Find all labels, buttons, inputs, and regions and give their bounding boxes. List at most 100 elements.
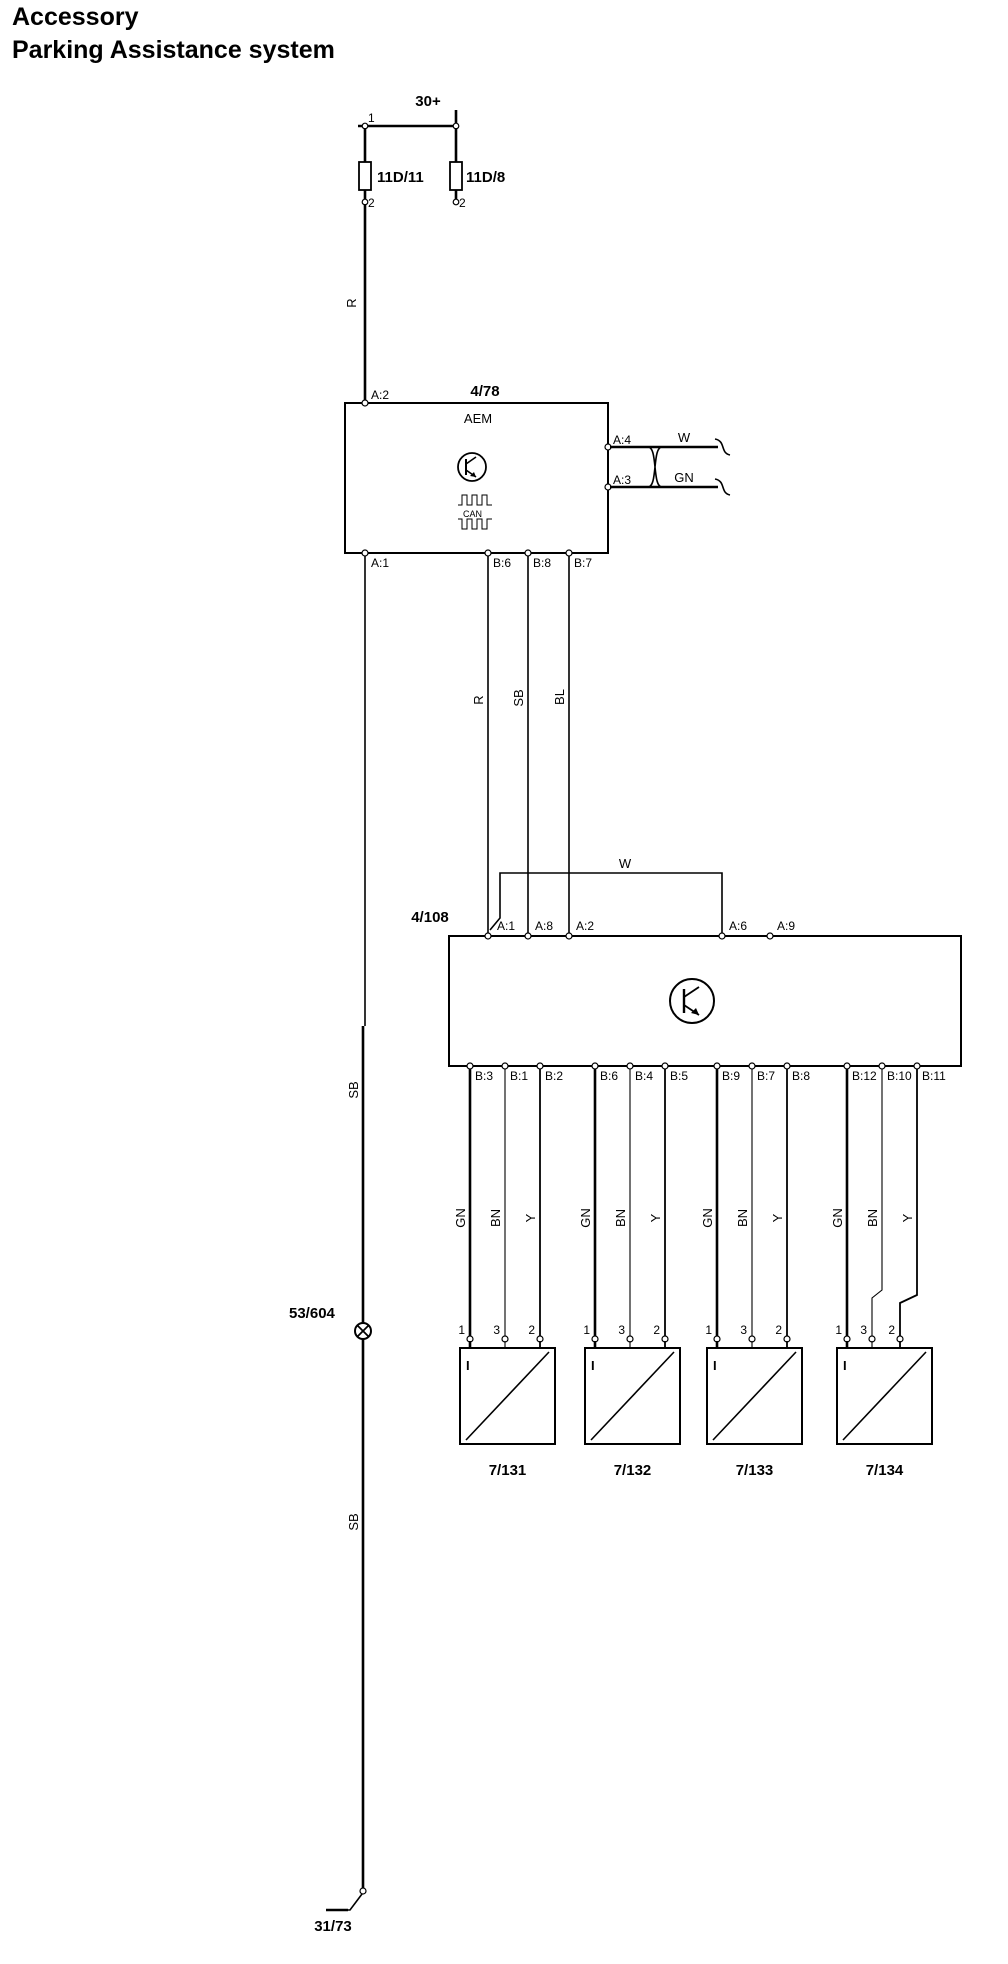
ground-wire-upper-color: SB [346,1081,361,1098]
module-pin-b10 [878,1062,886,1070]
feed-wire-color: R [344,298,359,307]
aem-pin-b8 [524,549,532,557]
fuse-11d-8-label: 11D/8 [466,169,505,186]
module-pin-b9 [713,1062,721,1070]
module-pin-label: B:5 [670,1069,688,1083]
aem-pin-b7-label: B:7 [574,556,592,570]
sensor-wire-color: BN [865,1209,880,1227]
wire-b8-color: SB [511,689,526,706]
sensor-layer: B:3GN1B:1BN3B:2Y2I7/131B:6GN1B:4BN3B:5Y2… [453,1062,946,1479]
module-pin-a9 [766,932,774,940]
fuse-a-pin-1 [361,122,369,130]
aem-transistor-icon [457,452,487,482]
sensor-mark: I [713,1358,717,1373]
module-pin-a2-label: A:2 [576,919,594,933]
module-pin-b4 [626,1062,634,1070]
can-h-color: W [678,430,691,445]
can-bus-icon: CAN [458,494,492,530]
sensor-wire-color: Y [900,1213,915,1222]
module-pin-label: B:12 [852,1069,877,1083]
ground-wire-lower-color: SB [346,1513,361,1530]
module-pin-label: B:1 [510,1069,528,1083]
sensor-wire-color: GN [453,1208,468,1228]
module-pin-label: B:9 [722,1069,740,1083]
sensor-wire-color: BN [488,1209,503,1227]
diagram-title: Parking Assistance system [12,36,335,64]
sensor-wire-color: GN [578,1208,593,1228]
module-transistor-icon [669,978,715,1024]
module-pin-b2 [536,1062,544,1070]
splice-icon [354,1322,372,1340]
sensor-terminal-label: 3 [740,1323,747,1337]
fuse-11d-11-symbol [358,161,372,191]
wire-b7-color: BL [552,689,567,705]
supply-label: 30+ [415,93,441,110]
module-pin-a6-label: A:6 [729,919,747,933]
splice-label: 53/604 [289,1305,336,1322]
module-pin-a1 [484,932,492,940]
module-pin-label: B:4 [635,1069,653,1083]
aem-pin-b6 [484,549,492,557]
sensor-diagonal-icon [465,1351,550,1441]
module-id-label: 4/108 [411,909,449,926]
module-pin-label: B:6 [600,1069,618,1083]
sensor-wire [899,1069,918,1336]
ground-icon [340,1893,363,1911]
sensor-id-label: 7/133 [736,1462,774,1479]
sensor-mark: I [466,1358,470,1373]
module-pin-label: B:8 [792,1069,810,1083]
sensor-wire-color: Y [648,1213,663,1222]
sensor-terminal-label: 3 [493,1323,500,1337]
can-l-color: GN [674,470,694,485]
sensor-id-label: 7/134 [866,1462,904,1479]
module-pin-b8 [783,1062,791,1070]
fuse-11d-11-label: 11D/11 [377,169,424,186]
sensor-wire [871,1069,883,1336]
sensor-terminal-label: 2 [775,1323,782,1337]
aem-pin-a2 [361,399,369,407]
module-pin-b3 [466,1062,474,1070]
module-pin-a1-label: A:1 [497,919,515,933]
sensor-terminal-label: 2 [528,1323,535,1337]
module-pin-b5 [661,1062,669,1070]
ground-point-pin [359,1887,367,1895]
bridge-wire-color: W [619,856,632,871]
sensor-terminal-label: 3 [860,1323,867,1337]
aem-module: 4/78 AEM CAN A:2 A:1 A:4 A:3 [344,383,731,570]
fuse-11d-8-symbol [449,161,463,191]
sensor-id-label: 7/131 [489,1462,527,1479]
module-pin-label: B:7 [757,1069,775,1083]
fuse-a-pin-2-label: 2 [368,196,375,210]
ground-point-label: 31/73 [314,1918,352,1935]
sensor-terminal-label: 1 [835,1323,842,1337]
sensor-diagonal-icon [712,1351,797,1441]
diagram-category: Accessory [12,3,139,31]
sensor-wire-color: Y [770,1213,785,1222]
module-pin-a8 [524,932,532,940]
sensor-terminal-label: 2 [653,1323,660,1337]
sensor-diagonal-icon [842,1351,927,1441]
module-pin-b7 [748,1062,756,1070]
aem-pin-a2-label: A:2 [371,388,389,402]
aem-pin-a1-label: A:1 [371,556,389,570]
fuse-a-pin-2 [361,198,369,206]
aem-pin-a1 [361,549,369,557]
fuse-pin-1-label: 1 [368,111,375,125]
sensor-diagonal-icon [590,1351,675,1441]
aem-name: AEM [464,411,492,426]
sensor-id-label: 7/132 [614,1462,652,1479]
aem-pin-a4-label: A:4 [613,433,631,447]
module-pin-a6 [718,932,726,940]
sensor-terminal-label: 1 [583,1323,590,1337]
sensor-terminal-label: 1 [705,1323,712,1337]
sensor-terminal-label: 2 [888,1323,895,1337]
module-pin-b12 [843,1062,851,1070]
sensor-mark: I [591,1358,595,1373]
sensor-terminal-label: 3 [618,1323,625,1337]
sensor-wire-color: Y [523,1213,538,1222]
ground-path: SB SB 53/604 31/73 [289,556,372,1935]
fuse-b-pin-2 [452,198,460,206]
